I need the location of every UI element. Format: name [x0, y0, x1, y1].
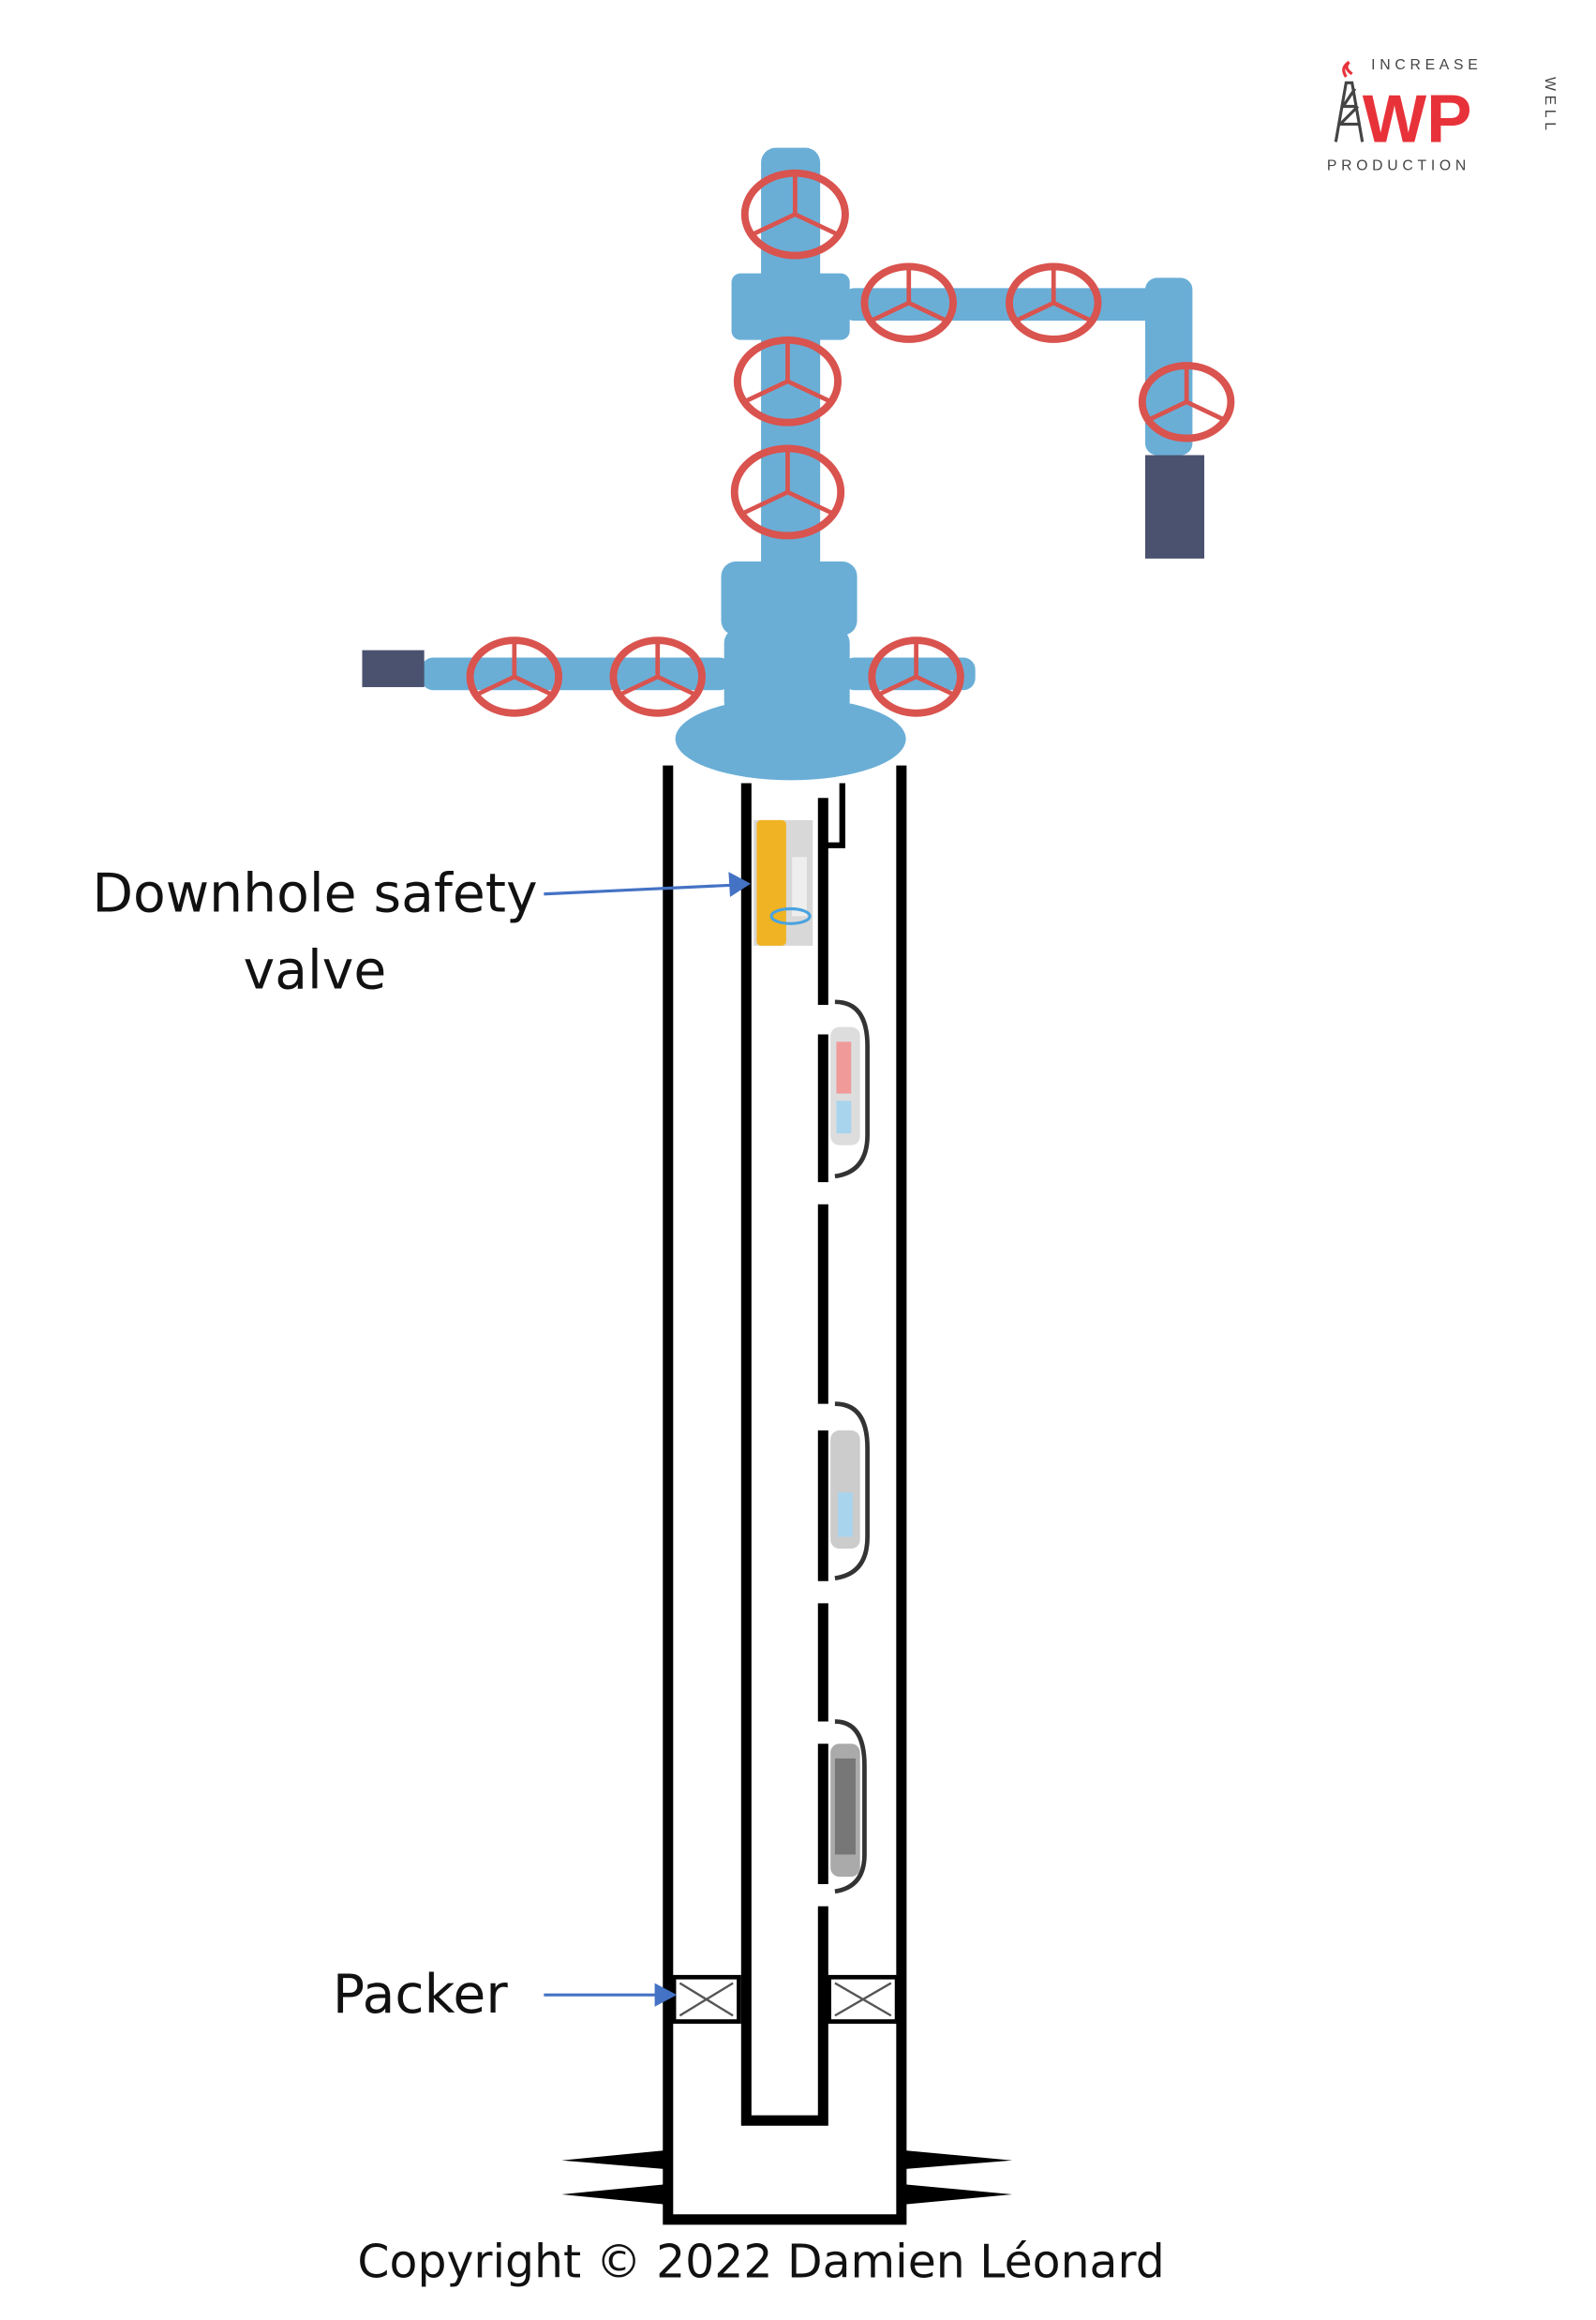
logo-main-text: WP	[1363, 81, 1472, 157]
gas-lift-mandrel	[830, 1401, 870, 1580]
logo-top-text: INCREASE	[1371, 57, 1482, 73]
bottom-formation-marks	[561, 2149, 1013, 2206]
control-line	[823, 783, 845, 848]
gas-lift-mandrel	[830, 999, 870, 1179]
handwheel-icon	[733, 336, 843, 427]
packer-right	[827, 1974, 900, 2024]
safety-valve-label-line2: valve	[244, 940, 387, 1002]
packer-arrow	[544, 1983, 678, 2007]
logo-bottom-text: PRODUCTION	[1327, 157, 1470, 173]
casing	[663, 765, 907, 2225]
copyright-text: Copyright © 2022 Damien Léonard	[357, 2235, 1164, 2288]
right-outlet	[1144, 455, 1205, 559]
iwp-logo: INCREASE WP WELL PRODUCTION	[1327, 57, 1558, 173]
logo-side-text: WELL	[1542, 77, 1558, 135]
left-outlet	[362, 650, 425, 688]
handwheel-icon	[868, 636, 964, 717]
safety-valve-arrow	[544, 872, 752, 897]
packer-left	[671, 1974, 741, 2024]
downhole-safety-valve	[753, 819, 813, 946]
handwheel-icon	[730, 444, 845, 540]
handwheel-icon	[609, 636, 706, 717]
handwheel-icon	[1138, 362, 1235, 442]
tubing	[740, 783, 828, 2126]
derrick-icon	[1334, 60, 1365, 142]
handwheel-icon	[740, 169, 849, 260]
handwheel-icon	[466, 636, 563, 717]
handwheel-icon	[1005, 262, 1102, 343]
packer-label: Packer	[333, 1964, 508, 2026]
gas-lift-mandrel	[830, 1719, 867, 1894]
safety-valve-label: Downhole safety	[92, 863, 537, 925]
handwheel-icon	[860, 262, 957, 343]
christmas-tree	[362, 147, 1235, 781]
